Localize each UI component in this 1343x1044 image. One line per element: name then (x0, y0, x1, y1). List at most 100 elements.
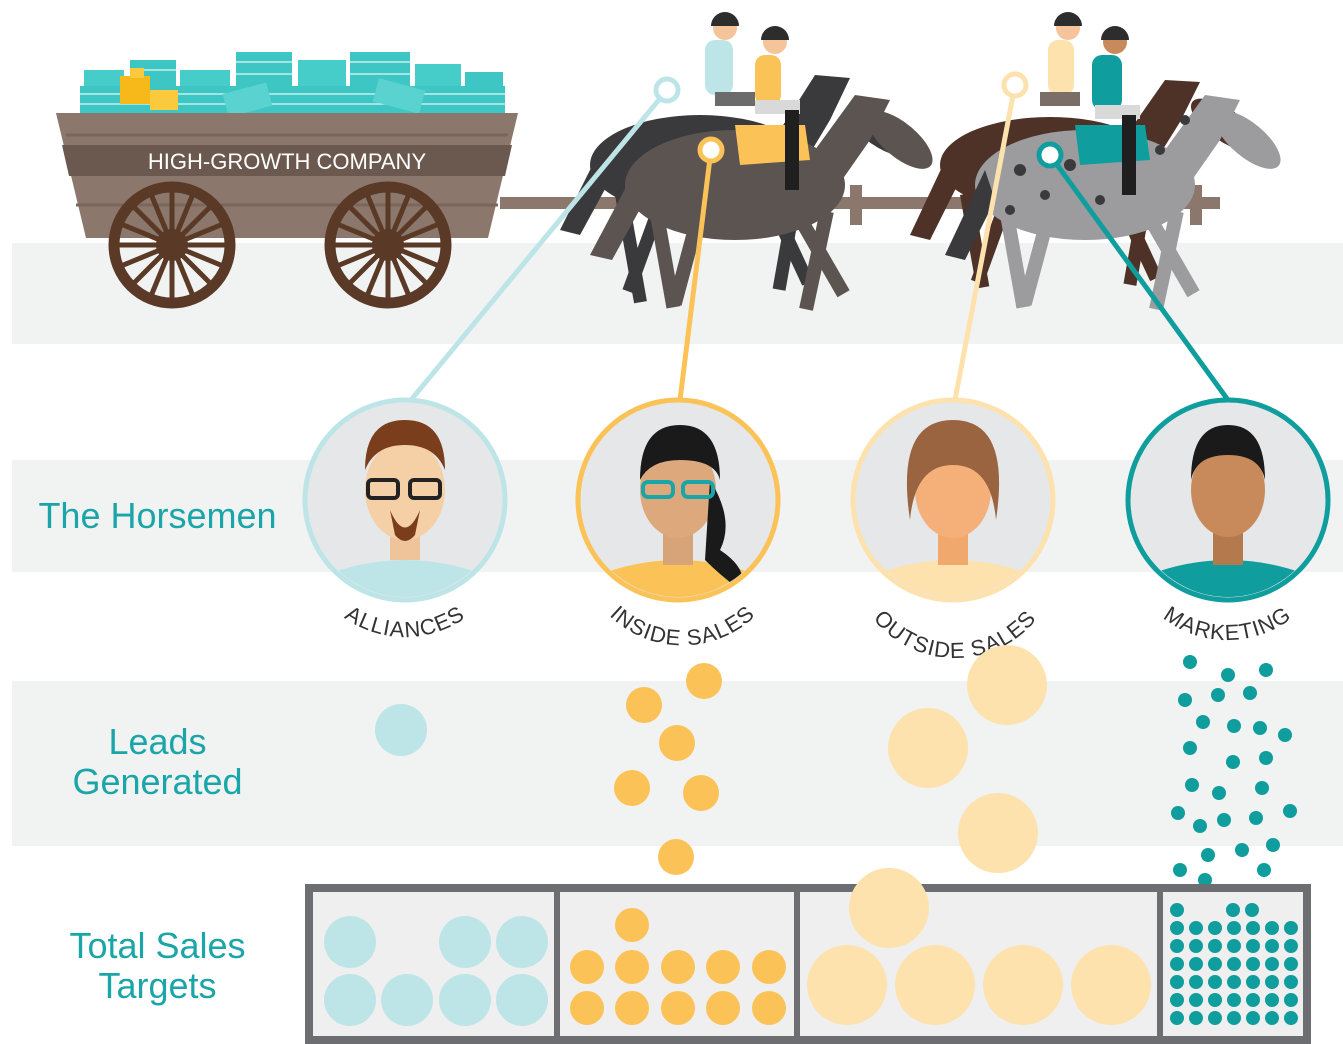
target-dot (1284, 939, 1298, 953)
target-dot (1265, 957, 1279, 971)
wagon-wheel-right-icon (324, 181, 452, 309)
svg-text:ALLIANCES: ALLIANCES (341, 601, 469, 643)
targets-outside-sales (807, 945, 1151, 1025)
target-dot (1170, 903, 1184, 917)
leads-inside-sales (614, 663, 722, 875)
target-dot (1208, 993, 1222, 1007)
row-label-targets: Total Sales Targets (20, 926, 295, 1006)
row-label-targets-line1: Total Sales (69, 925, 246, 966)
role-label-marketing: MARKETING (1160, 601, 1295, 645)
lead-dot (614, 770, 650, 806)
target-dot (1227, 957, 1241, 971)
connector-lines (409, 84, 1231, 402)
wagon-label: HIGH-GROWTH COMPANY (148, 149, 427, 174)
target-dot (1189, 921, 1203, 935)
target-dot (1208, 1011, 1222, 1025)
connector-dot-alliances (653, 76, 681, 104)
lead-dot (967, 645, 1047, 725)
target-dot (1227, 939, 1241, 953)
target-dot (1284, 957, 1298, 971)
lead-dot (658, 839, 694, 875)
target-dot (1284, 993, 1298, 1007)
avatar-marketing: MARKETING (1125, 397, 1331, 645)
target-dot (1189, 957, 1203, 971)
connector-inside-sales (677, 149, 714, 401)
lead-dot (958, 793, 1038, 873)
target-dot (1170, 993, 1184, 1007)
rider-marketing-icon (1092, 26, 1140, 195)
target-dot (1170, 939, 1184, 953)
target-dot (1208, 975, 1222, 989)
target-dot (1246, 1011, 1260, 1025)
target-dot (1265, 939, 1279, 953)
target-dot (1208, 921, 1222, 935)
connector-dot-outside-sales (1001, 71, 1029, 99)
target-dot (1246, 939, 1260, 953)
rider-alliances-icon (705, 12, 755, 106)
target-dot (1170, 975, 1184, 989)
target-dot (1227, 1011, 1241, 1025)
target-dot (1227, 975, 1241, 989)
avatar-outside-sales: OUTSIDE SALES (850, 397, 1056, 663)
target-dot (1170, 1011, 1184, 1025)
lead-dot (849, 868, 929, 948)
connector-dot-inside-sales (697, 136, 725, 164)
target-dot (1245, 903, 1259, 917)
svg-text:INSIDE SALES: INSIDE SALES (606, 600, 760, 650)
target-dot (1246, 993, 1260, 1007)
target-dot (1170, 921, 1184, 935)
leads-alliances (375, 704, 427, 756)
row-label-horsemen: The Horsemen (38, 495, 277, 536)
avatar-inside-sales: INSIDE SALES (575, 397, 781, 651)
target-dot (1265, 1011, 1279, 1025)
lead-dot (375, 704, 427, 756)
lead-dot (686, 663, 722, 699)
target-dot (1265, 993, 1279, 1007)
target-dot (1227, 921, 1241, 935)
row-label-targets-line2: Targets (98, 965, 217, 1006)
target-dot (1189, 939, 1203, 953)
targets-inside-sales (570, 908, 786, 1025)
role-label-alliances: ALLIANCES (341, 601, 468, 643)
connector-marketing (1047, 153, 1231, 402)
target-dot (1246, 975, 1260, 989)
connector-outside-sales (952, 84, 1018, 401)
target-dot (1226, 903, 1240, 917)
role-label-inside-sales: INSIDE SALES (606, 600, 759, 650)
target-dot (1189, 1011, 1203, 1025)
rider-inside-sales-icon (755, 26, 800, 190)
target-dot (1284, 921, 1298, 935)
target-dot (1208, 957, 1222, 971)
connector-dot-marketing (1036, 141, 1064, 169)
lead-dot (626, 687, 662, 723)
target-dot (1265, 975, 1279, 989)
connector-alliances (409, 88, 669, 402)
target-dot (1246, 957, 1260, 971)
leads-marketing (1171, 655, 1297, 887)
horse-front-right-icon (945, 95, 1281, 311)
avatar-alliances: ALLIANCES (302, 397, 508, 643)
svg-text:MARKETING: MARKETING (1160, 601, 1296, 645)
target-dot (1189, 975, 1203, 989)
lead-dot (659, 725, 695, 761)
rider-outside-sales-icon (1040, 12, 1082, 106)
target-dot (1265, 921, 1279, 935)
target-dot (1208, 939, 1222, 953)
wagon-wheel-left-icon (108, 181, 236, 309)
target-dot (1284, 975, 1298, 989)
band-leads (12, 681, 1343, 846)
row-label-leads-line1: Leads (108, 721, 207, 762)
target-dot (1170, 957, 1184, 971)
row-label-leads-line2: Generated (72, 761, 243, 802)
targets-alliances (324, 916, 548, 1026)
lead-dot (683, 775, 719, 811)
target-dot (1246, 921, 1260, 935)
target-dot (1189, 993, 1203, 1007)
row-label-leads: Leads Generated (20, 722, 295, 802)
target-dot (1227, 993, 1241, 1007)
targets-marketing (1170, 903, 1298, 1025)
target-dot (1284, 1011, 1298, 1025)
lead-dot (888, 708, 968, 788)
cash-pile-icon (80, 52, 505, 118)
